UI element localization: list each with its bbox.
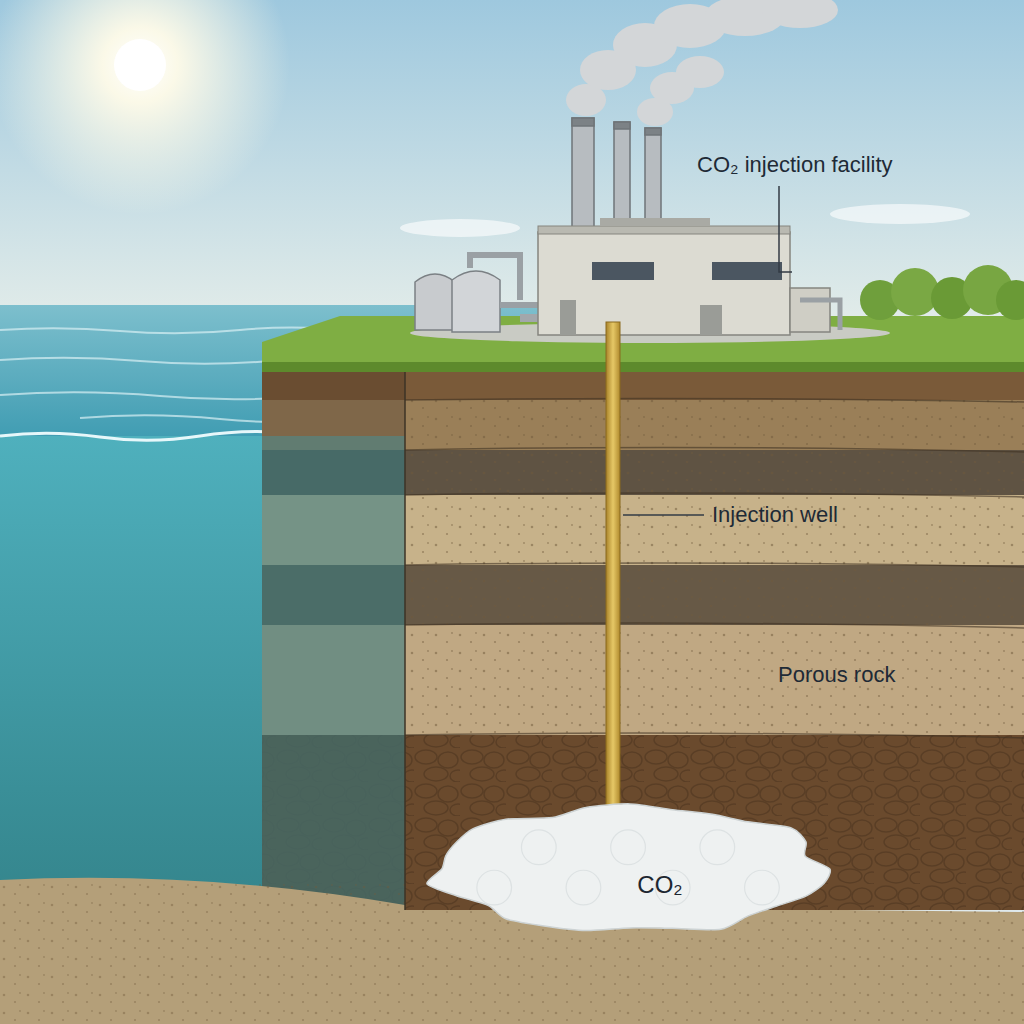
side-face [262,370,405,910]
sun-glow [0,0,290,215]
chimney [572,118,594,234]
roof [538,226,790,234]
chimney-band [645,128,661,135]
water-tint [262,436,405,910]
roof-unit [600,218,710,226]
door [700,305,722,335]
pipe [470,255,520,300]
plume-shape [427,804,831,931]
cloud [830,204,970,224]
plume-texture [566,870,601,905]
building [538,232,790,335]
pipe [500,302,540,308]
pipe [800,300,840,330]
co2-plume: CO₂ [430,795,830,935]
chimney [614,122,630,234]
window-band [712,262,782,280]
side-layer [262,370,405,400]
chimneys [572,118,661,234]
block-edge [404,370,406,910]
plume-outline [430,795,830,935]
tank [452,271,500,332]
layer [405,370,1024,400]
plume-texture [611,830,646,865]
door [560,300,576,335]
tree [891,268,939,316]
tank [415,274,455,330]
annex [790,288,830,332]
sun [114,39,166,91]
injection-well [606,322,620,830]
smoke [566,0,838,126]
smoke-puff [676,56,724,88]
leader-line [779,186,792,272]
grass-edge [262,362,1024,372]
plume-texture [477,870,512,905]
callout-label: Porous rock [778,662,895,688]
facility-building [538,218,840,335]
layer-lines [405,398,1024,738]
window-band [592,262,654,280]
smoke-puff [762,0,838,28]
leader-line [623,514,704,516]
chimney-band [572,118,594,126]
plume-label: CO₂ [637,871,682,899]
plume-texture [745,870,780,905]
plume-texture [700,830,735,865]
trees [860,265,1024,320]
plume-texture [521,830,556,865]
tree [996,280,1024,320]
callout-label: Injection well [712,502,838,528]
chimney-band [614,122,630,129]
cloud [400,219,520,237]
callout-label: CO₂ injection facility [697,152,893,178]
